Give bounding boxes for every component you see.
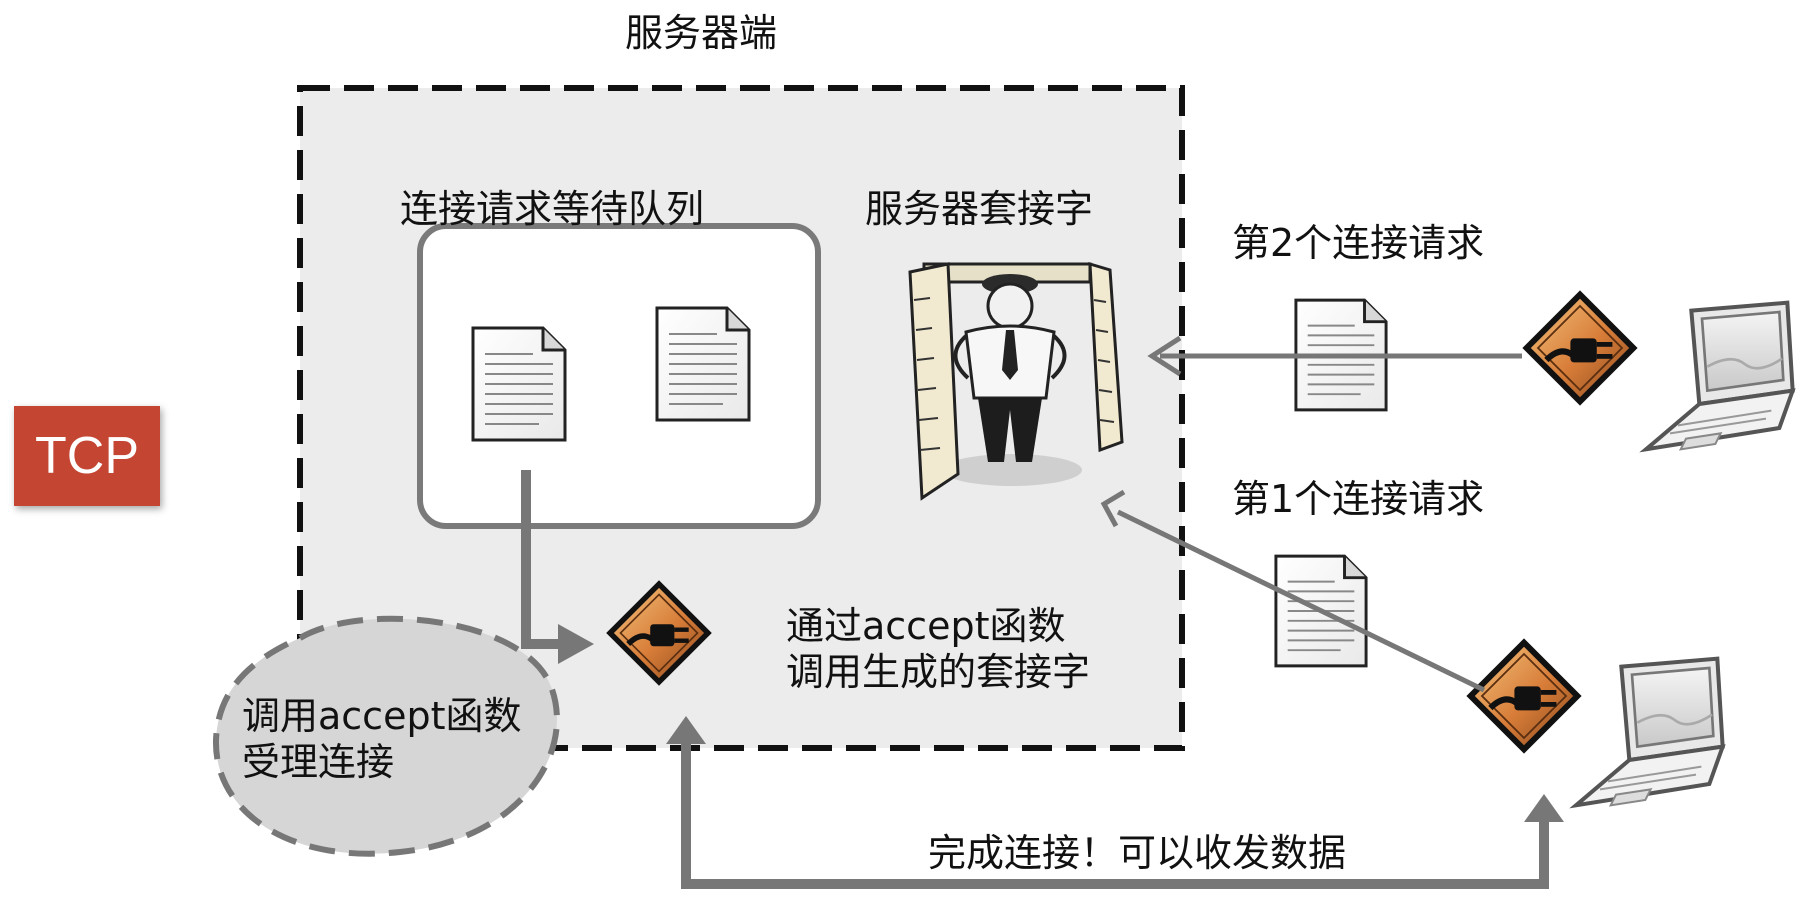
request-2-label: 第2个连接请求	[1232, 221, 1485, 265]
client-1-laptop-icon	[1574, 656, 1725, 808]
request-1-arrow	[1100, 489, 1486, 693]
queue-to-accept-arrow	[521, 470, 594, 664]
doorman-icon	[908, 261, 1124, 501]
connection-queue-box	[417, 223, 821, 529]
accept-call-label: 调用accept函数 受理连接	[242, 694, 521, 785]
tcp-badge: TCP	[14, 406, 160, 506]
client-2-laptop-icon	[1644, 300, 1795, 452]
server-socket-label: 服务器套接字	[865, 187, 1094, 231]
accept-call-bubble	[212, 615, 560, 857]
connection-complete-label: 完成连接！可以收发数据	[928, 831, 1347, 875]
queued-request-document-icon	[471, 326, 567, 442]
accept-call-label-line-1: 调用accept函数	[242, 694, 522, 738]
request-1-label: 第1个连接请求	[1232, 477, 1485, 521]
accept-socket-label-line-2: 调用生成的套接字	[786, 649, 1091, 694]
accept-call-label-line-2: 受理连接	[242, 739, 395, 784]
client-1-plug-socket-icon	[1466, 638, 1581, 753]
accept-socket-label: 通过accept函数 调用生成的套接字	[786, 604, 1090, 695]
queued-request-document-icon	[655, 306, 751, 422]
request-2-arrow	[1147, 335, 1522, 377]
server-side-title: 服务器端	[625, 11, 778, 55]
connection-queue-label: 连接请求等待队列	[400, 187, 705, 231]
client-2-plug-socket-icon	[1522, 290, 1637, 405]
accept-socket-label-line-1: 通过accept函数	[786, 604, 1066, 648]
data-exchange-arrow	[666, 716, 1564, 889]
